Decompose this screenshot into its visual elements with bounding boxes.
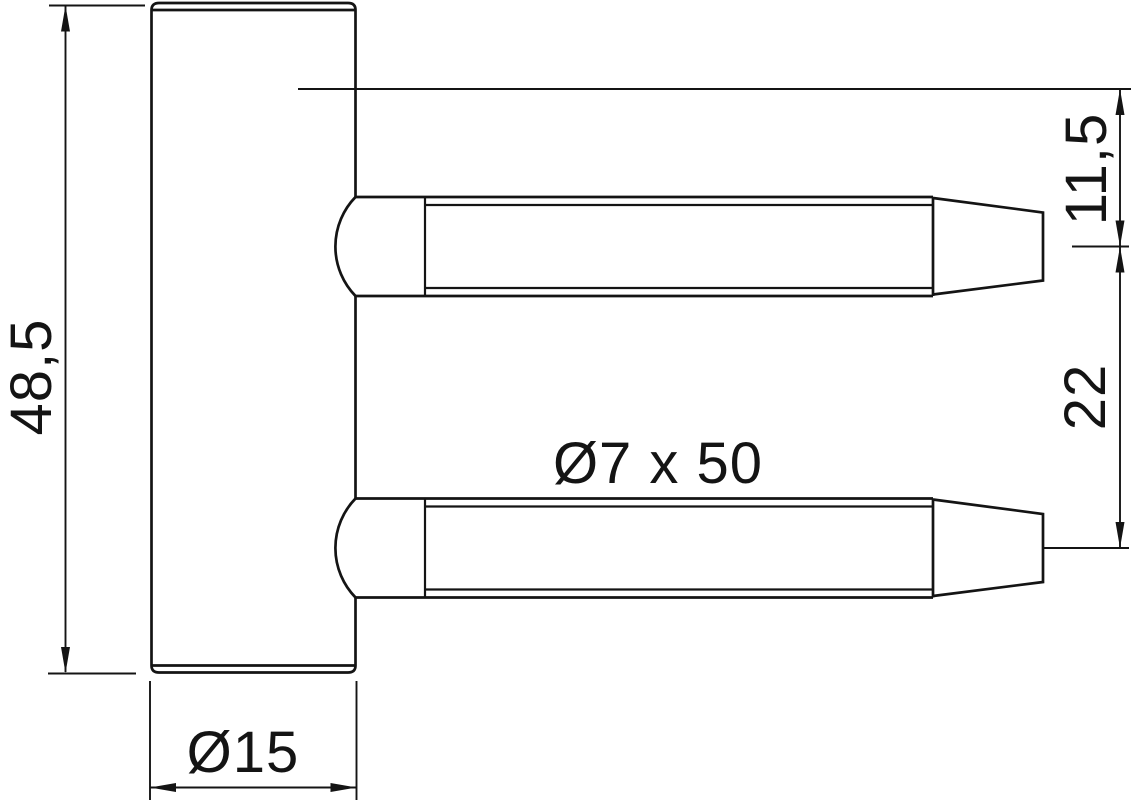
spacing-arrow-down — [1115, 522, 1125, 548]
barrel-outline — [150, 1, 357, 674]
offset-arrow-up-top — [1115, 89, 1125, 115]
label-barrel-diameter: Ø15 — [186, 720, 300, 785]
upper-pin — [334, 195, 1045, 298]
barrel-bottom-face — [150, 665, 357, 674]
dimension-pin-offsets — [1115, 89, 1125, 548]
diameter-arrow-right — [330, 783, 357, 792]
lower-pin-taper-tip — [932, 498, 1045, 598]
spacing-arrow-up-center — [1115, 246, 1125, 273]
height-arrow-up — [61, 5, 70, 32]
height-arrow-down — [61, 647, 70, 673]
upper-pin-dome-head — [334, 196, 357, 297]
label-pin-offset-top: 11,5 — [1054, 112, 1119, 226]
label-pin-size: Ø7 x 50 — [552, 431, 764, 496]
label-pin-spacing: 22 — [1053, 363, 1118, 431]
label-barrel-height: 48,5 — [0, 318, 64, 436]
upper-pin-taper-tip — [932, 196, 1045, 296]
barrel-top-face — [150, 1, 357, 11]
lower-pin-dome-head — [334, 497, 357, 599]
dimension-barrel-diameter — [149, 681, 358, 800]
diameter-arrow-left — [150, 783, 176, 792]
lower-pin — [334, 497, 1045, 599]
dimension-barrel-height — [48, 4, 145, 675]
offset-arrow-down-center — [1115, 220, 1125, 247]
